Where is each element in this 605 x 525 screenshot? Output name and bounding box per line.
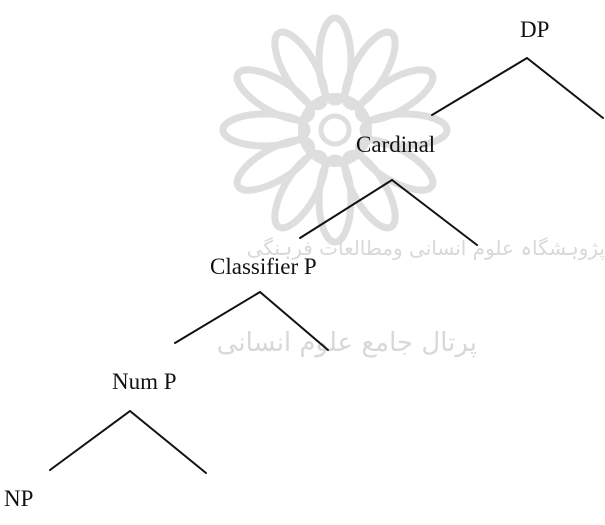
- branch-cardinal-left: [299, 179, 393, 239]
- rosette-petals: [219, 14, 451, 246]
- branch-classifier-left: [174, 291, 261, 344]
- branch-dp-right: [526, 57, 604, 119]
- branch-cardinal-right: [391, 179, 478, 246]
- branch-classifier-right: [259, 291, 329, 351]
- watermark-text-line-1: پژوہشگاہ علوم انسانی ومطالعات فرہنگی: [246, 236, 605, 260]
- node-classifier-p: Classifier P: [210, 254, 317, 279]
- branch-nump-right: [129, 410, 207, 474]
- node-cardinal: Cardinal: [356, 132, 436, 157]
- node-dp: DP: [520, 17, 550, 42]
- node-num-p: Num P: [112, 369, 177, 394]
- node-np: NP: [4, 486, 34, 511]
- watermark-text-line-2: پرتال جامع علوم انسانی: [216, 328, 477, 358]
- branch-nump-left: [49, 410, 131, 471]
- branch-dp-left: [431, 57, 528, 116]
